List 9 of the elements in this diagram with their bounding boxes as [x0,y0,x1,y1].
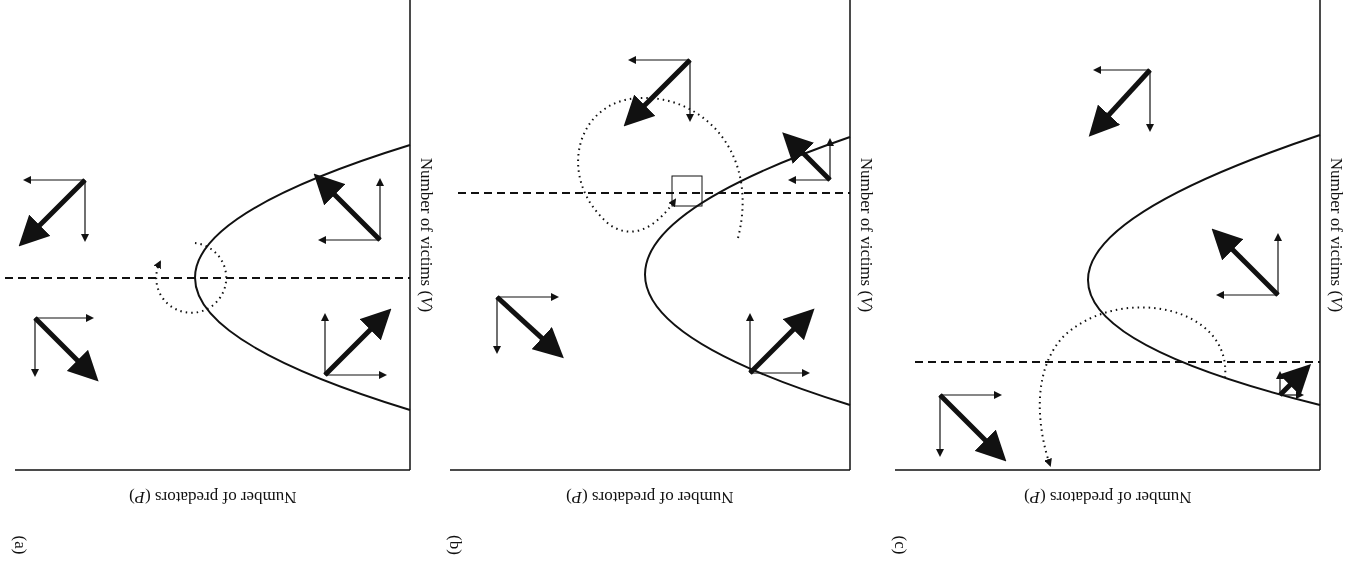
panel-label: (a) [9,535,30,555]
axis-title: Number of predators (P) [566,487,734,507]
panel-label: (b) [444,535,465,555]
panel-label: (c) [889,535,910,555]
axis-title: Number of predators (P) [1023,487,1192,507]
axis-title: Number of victims (V) [1326,157,1347,313]
axis-title: Number of predators (P) [128,487,297,507]
axis-title: Number of victims (V) [416,157,437,313]
axis-title: Number of victims (V) [856,157,877,313]
